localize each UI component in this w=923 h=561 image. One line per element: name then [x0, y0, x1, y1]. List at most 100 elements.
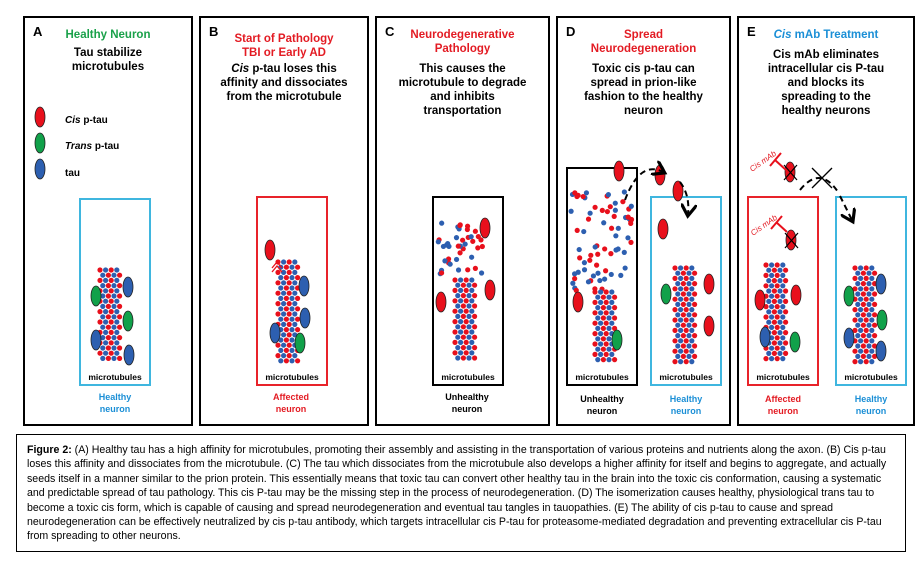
microtubule-e1: [783, 309, 789, 315]
microtubule-d1: [609, 351, 615, 357]
antibody-e2: [770, 215, 788, 233]
microtubule-b: [295, 275, 301, 281]
microtubule-e1: [780, 356, 786, 362]
aggregate-dot-c: [447, 261, 453, 267]
microtubule-a: [100, 272, 106, 278]
microtubule-a: [108, 319, 114, 325]
microtubule-e2: [869, 359, 875, 365]
microtubule-b: [278, 316, 284, 322]
microtubule-b: [283, 358, 289, 364]
microtubule-a: [111, 272, 117, 278]
microtubule-d1: [603, 299, 609, 305]
microtubule-e1: [783, 340, 789, 346]
microtubule-e1: [766, 350, 772, 356]
microtubule-b: [283, 327, 289, 333]
cis-ptau-d6: [703, 273, 715, 295]
microtubule-c: [463, 298, 469, 304]
aggregate-dot-c: [455, 267, 462, 273]
cis-ptau-legend-icon: [34, 106, 46, 128]
microtubule-c: [452, 319, 458, 325]
aggregate-dot-d: [572, 190, 578, 196]
microtubule-c: [472, 313, 478, 319]
microtubule-e1: [774, 356, 780, 362]
eliminated-mark-e2b: [784, 232, 799, 249]
microtubule-c: [452, 339, 458, 345]
microtubule-a: [108, 350, 114, 356]
microtubule-e2: [852, 359, 858, 365]
microtubule-a: [114, 340, 120, 346]
microtubule-e2: [858, 338, 864, 344]
microtubule-e2: [863, 286, 869, 292]
tau-e2: [875, 273, 887, 295]
microtubule-e1: [783, 267, 789, 273]
microtubule-d1: [603, 341, 609, 347]
aggregate-dot-d: [592, 244, 598, 250]
microtubule-d2: [672, 348, 678, 354]
microtubule-e2: [860, 291, 867, 297]
microtubule-e2: [863, 317, 869, 323]
microtubule-d2: [692, 270, 698, 276]
microtubule-e2: [860, 333, 867, 339]
microtubule-a: [108, 277, 114, 283]
microtubule-b: [275, 353, 281, 359]
microtubule-e2: [855, 312, 861, 318]
microtubule-d2: [689, 348, 695, 354]
microtubule-e1: [780, 335, 786, 341]
aggregate-dot-c: [455, 243, 461, 249]
microtubule-d1: [598, 320, 604, 326]
microtubule-a: [117, 345, 123, 351]
microtubule-d1: [595, 305, 601, 311]
microtubule-a: [97, 350, 103, 356]
microtubule-d2: [683, 317, 689, 323]
microtubule-e2: [858, 359, 864, 365]
tau-a1: [90, 329, 102, 351]
aggregate-dot-c: [445, 241, 451, 247]
microtubule-a: [108, 288, 114, 294]
microtubule-c: [458, 339, 464, 345]
microtubule-b: [286, 311, 292, 317]
dissociation-arrow-b: [271, 260, 283, 269]
microtubule-d2: [678, 307, 684, 313]
microtubule-e1: [780, 283, 786, 289]
microtubule-a: [111, 283, 117, 289]
microtubule-d2: [686, 333, 692, 339]
panel-a-title: Healthy Neuron: [65, 29, 151, 41]
microtubule-c: [469, 329, 475, 335]
aggregate-dot-d: [575, 269, 581, 275]
microtubule-e1: [780, 262, 786, 268]
aggregate-dot-c: [435, 239, 441, 245]
microtubule-d2: [692, 343, 698, 349]
microtubule-e2: [860, 322, 867, 328]
cis-ptau-d1: [572, 291, 584, 313]
microtubule-d1: [600, 315, 607, 321]
microtubule-d1: [592, 289, 598, 295]
microtubule-d2: [680, 343, 687, 349]
microtubule-e1: [766, 278, 772, 284]
microtubule-c: [452, 308, 458, 314]
microtubule-e2: [872, 343, 878, 349]
microtubule-d1: [603, 351, 609, 357]
microtubule-d1: [600, 357, 607, 363]
microtubule-d1: [595, 336, 601, 342]
microtubule-b: [295, 306, 301, 312]
microtubule-a: [103, 340, 109, 346]
microtubule-d2: [672, 327, 678, 333]
microtubule-e1: [777, 278, 783, 284]
microtubule-e2: [869, 317, 875, 323]
microtubule-d2: [680, 322, 687, 328]
microtubule-e2: [869, 265, 875, 271]
aggregate-dot-d: [625, 214, 631, 220]
microtubule-d2: [678, 317, 684, 323]
microtubule-b: [278, 306, 284, 312]
aggregate-dot-d: [585, 279, 592, 285]
microtubule-b: [275, 311, 281, 317]
aggregate-dot-d: [574, 227, 580, 234]
healthy-neuron-box-a: [79, 198, 151, 386]
microtubule-a: [100, 314, 106, 320]
microtubule-e2: [855, 333, 861, 339]
cis-ptau-d2: [613, 160, 625, 182]
microtubule-a: [105, 314, 111, 320]
microtubule-b: [283, 264, 289, 270]
